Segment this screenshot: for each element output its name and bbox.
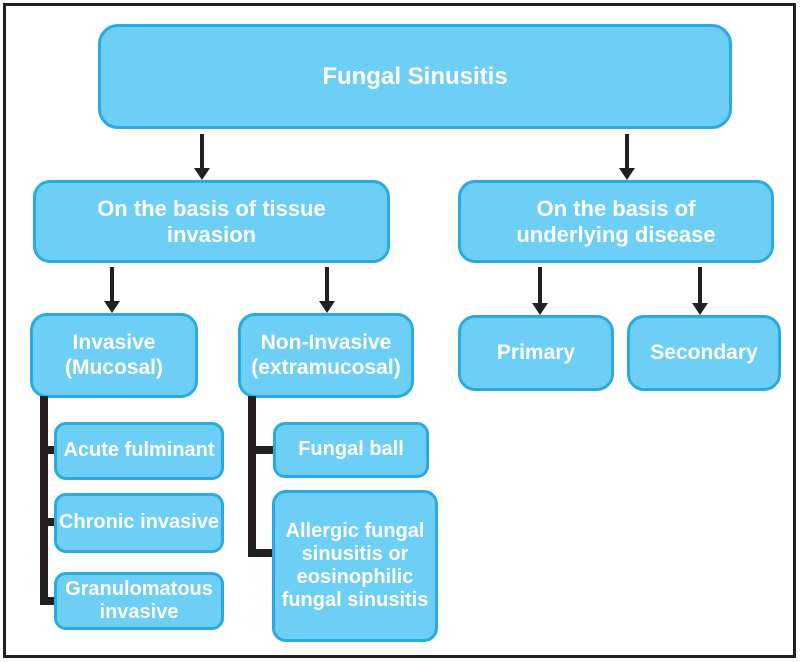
arrow-root-to-underlying-disease: [625, 134, 629, 168]
node-chronic-invasive: Chronic invasive: [54, 493, 224, 553]
bracket-stub-chronic-invasive: [44, 518, 58, 526]
bracket-noninvasive-vertical: [248, 396, 256, 557]
arrow-disease-to-primary: [538, 267, 542, 303]
node-granulomatous-invasive-label: Granulomatous invasive: [65, 577, 213, 623]
node-secondary-label: Secondary: [650, 340, 758, 364]
bracket-stub-allergic: [252, 549, 275, 557]
node-primary: Primary: [458, 315, 614, 391]
bracket-stub-granulomatous: [44, 597, 58, 605]
bracket-stub-fungal-ball: [252, 446, 275, 454]
node-granulomatous-invasive: Granulomatous invasive: [54, 572, 224, 630]
node-fungal-ball: Fungal ball: [273, 422, 429, 478]
node-allergic-fungal-sinusitis-label: Allergic fungal sinusitis or eosinophili…: [281, 519, 429, 612]
arrow-tissue-to-noninvasive: [325, 267, 329, 301]
arrow-root-to-tissue-invasion: [200, 134, 204, 168]
bracket-invasive-vertical: [40, 396, 48, 605]
node-secondary: Secondary: [627, 315, 781, 391]
node-fungal-sinusitis: Fungal Sinusitis: [98, 24, 732, 129]
outer-frame: [3, 3, 796, 658]
node-fungal-sinusitis-label: Fungal Sinusitis: [322, 62, 508, 90]
bracket-stub-acute-fulminant: [44, 446, 58, 454]
node-fungal-ball-label: Fungal ball: [298, 438, 404, 461]
node-underlying-disease-label: On the basis of underlying disease: [516, 195, 716, 247]
arrow-tissue-to-invasive: [110, 267, 114, 301]
node-tissue-invasion-label: On the basis of tissue invasion: [97, 195, 326, 247]
node-tissue-invasion: On the basis of tissue invasion: [33, 180, 390, 263]
arrow-disease-to-secondary: [698, 267, 702, 303]
node-noninvasive-extramucosal-label: Non-Invasive (extramucosal): [251, 331, 401, 379]
node-underlying-disease: On the basis of underlying disease: [458, 180, 774, 263]
node-noninvasive-extramucosal: Non-Invasive (extramucosal): [238, 313, 414, 398]
node-acute-fulminant: Acute fulminant: [54, 422, 224, 480]
node-chronic-invasive-label: Chronic invasive: [58, 511, 220, 534]
node-invasive-mucosal: Invasive (Mucosal): [30, 313, 198, 398]
node-primary-label: Primary: [496, 340, 576, 364]
node-acute-fulminant-label: Acute fulminant: [63, 439, 215, 462]
node-invasive-mucosal-label: Invasive (Mucosal): [64, 331, 163, 379]
node-allergic-fungal-sinusitis: Allergic fungal sinusitis or eosinophili…: [272, 490, 438, 642]
